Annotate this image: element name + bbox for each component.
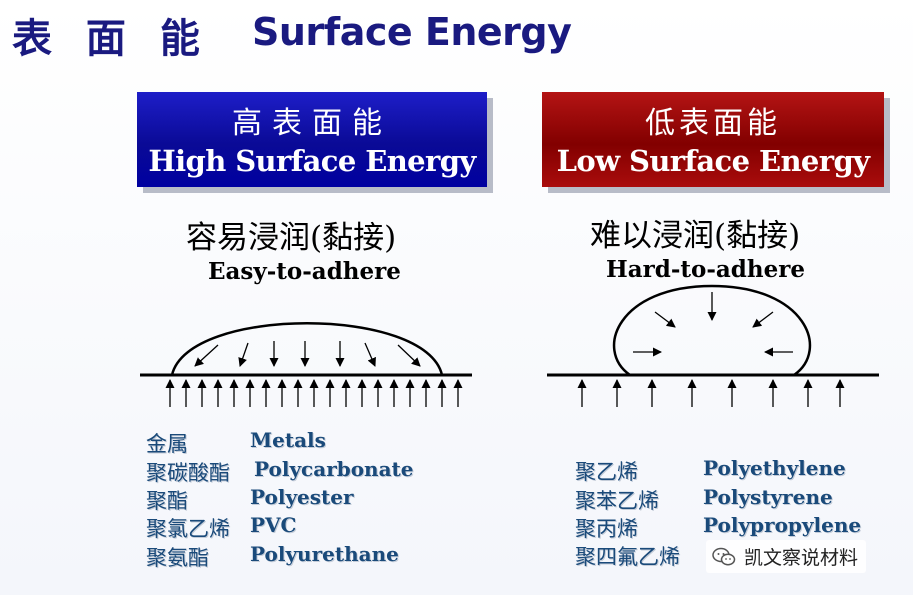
material-en: Metals [250,428,326,452]
list-item: Polycarbonate [254,457,414,481]
material-en: Polystyrene [703,485,833,509]
list-item: 聚氯乙烯 [146,513,230,543]
material-cn: 金属 [146,432,188,456]
wechat-icon [712,547,736,567]
material-en: Polyester [250,485,354,509]
list-item: PVC [250,513,296,537]
material-cn: 聚氯乙烯 [146,517,230,541]
list-item: 金属 [146,428,188,458]
material-en: PVC [250,513,296,537]
material-cn: 聚四氟乙烯 [575,545,680,569]
high-droplet-internal-arrows [195,341,420,366]
material-cn: 聚苯乙烯 [575,489,659,513]
watermark: 凯文察说材料 [706,540,866,573]
material-cn: 聚乙烯 [575,460,638,484]
material-cn: 聚丙烯 [575,517,638,541]
list-item: 聚碳酸酯 [146,457,230,487]
low-energy-droplet-figure [547,286,879,407]
list-item: Polyester [250,485,354,509]
high-energy-droplet-figure [140,323,472,407]
material-cn: 聚碳酸酯 [146,461,230,485]
list-item: 聚氨酯 [146,542,209,572]
list-item: Polyethylene [703,456,846,480]
watermark-text: 凯文察说材料 [744,543,858,570]
high-substrate-force-arrows [170,380,458,407]
list-item: 聚丙烯 [575,513,638,543]
material-en: Polyurethane [250,542,399,566]
list-item: Polyurethane [250,542,399,566]
list-item: Polystyrene [703,485,833,509]
material-en: Polypropylene [703,513,861,537]
list-item: 聚乙烯 [575,456,638,486]
list-item: 聚四氟乙烯 [575,541,680,571]
list-item: 聚酯 [146,485,188,515]
low-substrate-force-arrows [582,380,840,407]
list-item: Polypropylene [703,513,861,537]
material-en: Polyethylene [703,456,846,480]
material-en: Polycarbonate [254,457,414,481]
list-item: Metals [250,428,326,452]
material-cn: 聚氨酯 [146,546,209,570]
low-droplet-internal-arrows [633,292,793,352]
material-cn: 聚酯 [146,489,188,513]
list-item: 聚苯乙烯 [575,485,659,515]
